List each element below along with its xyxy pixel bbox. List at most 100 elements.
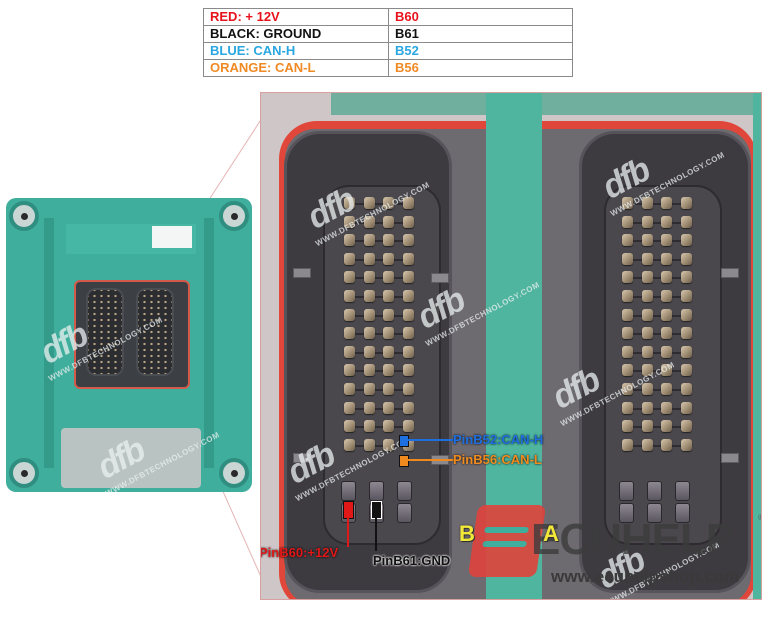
pin-contact	[661, 438, 672, 451]
pin-contact	[661, 308, 672, 321]
connector-a-label: A	[543, 521, 559, 546]
ecu-rail	[44, 218, 54, 468]
legend-row-red: RED: + 12V B60	[203, 8, 573, 26]
pin-contact	[383, 327, 394, 340]
pin-rib	[622, 444, 692, 447]
pin-contact	[363, 271, 375, 284]
can-l-callout: PinB56:CAN-L	[453, 452, 542, 467]
pin-contact	[402, 197, 414, 209]
pin-contact	[641, 420, 653, 433]
power-pin-contact	[397, 503, 412, 523]
pin-contact	[402, 234, 414, 247]
pin-contact	[680, 327, 692, 340]
pin-rib	[622, 314, 692, 317]
can-h-callout: PinB52:CAN-H	[453, 432, 544, 447]
wiring-legend-table: RED: + 12V B60 BLACK: GROUND B61 BLUE: C…	[203, 8, 573, 77]
pin-contact	[622, 197, 633, 209]
power-pin-contact	[341, 481, 356, 501]
pin-contact	[402, 345, 414, 358]
pin-rib	[344, 240, 414, 243]
pin-contact	[661, 401, 672, 414]
pin-rib	[622, 389, 692, 391]
pin-contact	[661, 197, 672, 209]
pin-rib	[344, 296, 414, 298]
pin-contact	[622, 438, 633, 451]
pin-rib	[344, 333, 414, 336]
pin-rib	[344, 277, 414, 280]
can-h-leader-line	[408, 439, 454, 441]
pin-contact	[680, 420, 692, 433]
power-leader-line	[347, 517, 349, 547]
pin-contact	[344, 420, 355, 433]
pin-contact	[622, 345, 633, 358]
pin-contact	[680, 438, 692, 451]
pin-contact	[661, 252, 672, 265]
pin-contact	[680, 401, 692, 414]
pin-contact	[363, 252, 375, 265]
pin-rib	[622, 351, 692, 354]
pin-rib	[622, 296, 692, 298]
legend-label: ORANGE: CAN-L	[203, 59, 389, 77]
can-l-pin-marker	[399, 455, 409, 467]
pin-contact	[363, 197, 375, 209]
pin-rib	[622, 407, 692, 410]
pin-contact	[383, 345, 394, 358]
pin-rib	[622, 240, 692, 243]
pin-contact	[661, 290, 672, 302]
pin-contact	[622, 215, 633, 228]
pin-rib	[622, 370, 692, 373]
pin-contact	[402, 252, 414, 265]
latch-tab	[293, 453, 311, 463]
pin-contact	[344, 252, 355, 265]
pin-rib	[344, 370, 414, 373]
pin-contact	[363, 364, 375, 377]
pin-contact	[622, 234, 633, 247]
pin-contact	[363, 234, 375, 247]
pin-contact	[402, 271, 414, 284]
pin-contact	[383, 438, 394, 451]
pin-contact	[402, 215, 414, 228]
pin-rib	[622, 221, 692, 224]
pin-contact	[661, 234, 672, 247]
pin-contact	[680, 345, 692, 358]
pin-contact	[622, 364, 633, 377]
pin-contact	[402, 420, 414, 433]
pin-contact	[383, 215, 394, 228]
registered-mark: ®	[758, 513, 761, 522]
pin-contact	[383, 401, 394, 414]
latch-tab	[721, 268, 739, 278]
brand-name: ECUHELP	[531, 515, 735, 564]
power-pin-contact	[397, 481, 412, 501]
pin-contact	[363, 327, 375, 340]
latch-tab	[431, 273, 449, 283]
pin-contact	[363, 308, 375, 321]
pin-rib	[344, 407, 414, 410]
can-h-pin-marker	[399, 435, 409, 447]
legend-pin: B52	[388, 42, 573, 60]
pin-contact	[641, 215, 653, 228]
pin-rib	[344, 426, 414, 429]
pin-contact	[661, 420, 672, 433]
brand-url: www.ecuhelpshop.com	[551, 567, 740, 586]
ground-callout: PinB61:GND	[373, 553, 451, 568]
power-pin-contact	[675, 481, 690, 501]
pin-contact	[680, 290, 692, 302]
pin-rib	[344, 351, 414, 354]
pin-contact	[641, 308, 653, 321]
power-pin-contact	[619, 503, 634, 523]
pin-contact	[680, 364, 692, 377]
pin-contact	[344, 383, 355, 395]
ecu-connector-a	[136, 288, 174, 376]
pin-contact	[641, 327, 653, 340]
pin-contact	[344, 438, 355, 451]
connector-closeup-image: dfb WWW.DFBTECHNOLOGY.COM dfb WWW.DFBTEC…	[260, 92, 762, 600]
pin-contact	[344, 364, 355, 377]
pin-contact	[363, 383, 375, 395]
pin-contact	[344, 345, 355, 358]
ecu-overview-image: dfb WWW.DFBTECHNOLOGY.COM dfb WWW.DFBTEC…	[6, 198, 252, 492]
ecu-metal-plate	[61, 428, 201, 488]
pin-contact	[363, 438, 375, 451]
pin-contact	[402, 364, 414, 377]
mounting-hole-icon	[219, 458, 249, 488]
pin-contact	[383, 252, 394, 265]
